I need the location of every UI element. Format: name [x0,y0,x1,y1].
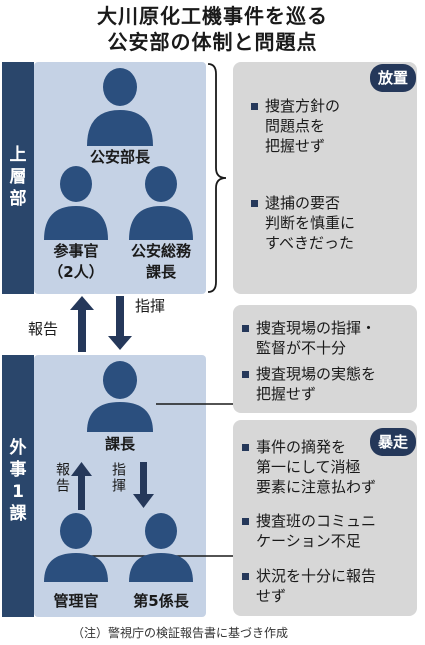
neglect-note-box [233,62,417,294]
manager-label: 管理官 [53,592,99,610]
title-line-2: 公安部の体制と問題点 [107,30,318,54]
person-icon-section-chief [87,361,153,432]
bullet-square-icon [242,573,249,580]
bullet-square-icon [242,444,249,451]
neglect-note-item: 逮捕の要否 判断を慎重に すべきだった [251,193,411,257]
runaway-note-text: 捜査班のコミュニ ケーション不足 [256,512,377,550]
footer-note: （注）警視庁の検証報告書に基づき作成 [72,626,289,640]
runaway-note-item: 状況を十分に報告 せず [242,566,412,608]
bullet-square-icon [242,371,249,378]
upper-sidebar-char: 層 [9,167,27,187]
person-icon-councilor [44,166,108,240]
runaway-note-text: 事件の摘発を 第一にして消極 要素に注意払わず [256,438,377,496]
councilor-label: 参事官 [53,242,99,260]
middle-note-text: 捜査現場の実態を 把握せず [256,365,377,403]
inner-command-arrow-icon [133,462,154,508]
neglect-note-item: 捜査方針の 問題点を 把握せず [251,96,371,160]
bullet-square-icon [242,518,249,525]
runaway-badge: 暴走 [370,428,416,456]
person-icon-gad-chief [129,166,193,240]
brace-icon [207,63,227,293]
bullet-square-icon [242,325,249,332]
report-label: 報告 [28,320,59,338]
bullet-square-icon [251,200,258,207]
lower-sidebar-char: 1 [12,482,24,502]
runaway-note-item: 捜査班のコミュニ ケーション不足 [242,511,412,553]
chief-label: 公安部長 [89,148,150,166]
middle-note-text: 捜査現場の指揮・ 監督が不十分 [256,319,377,357]
runaway-note-item: 事件の摘発を 第一にして消極 要素に注意払わず [242,437,412,501]
upper-sidebar: 上 層 部 [2,62,34,294]
gad-chief-label-2: 課長 [145,263,176,281]
person-icon-chief [87,68,153,146]
neglect-note-text: 逮捕の要否 判断を慎重に すべきだった [265,194,356,252]
inner-report-label: 報告 [54,462,70,494]
upper-sidebar-char: 上 [9,145,27,165]
neglect-note-text: 捜査方針の 問題点を 把握せず [265,97,341,155]
inner-report-arrow-icon [71,462,92,510]
person-icon-group5-chief [129,513,193,582]
lower-sidebar-char: 外 [9,438,27,458]
section-chief-label: 課長 [104,435,135,453]
lower-sidebar: 外 事 1 課 [2,355,34,617]
neglect-badge: 放置 [370,64,416,92]
upper-sidebar-char: 部 [9,189,27,209]
inner-command-label: 指揮 [110,462,126,494]
middle-note-box [233,305,417,413]
lower-sidebar-char: 課 [9,504,27,524]
gad-chief-label: 公安総務 [130,242,191,260]
runaway-note-text: 状況を十分に報告 せず [256,567,377,605]
lower-sidebar-char: 事 [9,460,27,480]
report-arrow-icon [70,296,94,352]
middle-note-item: 捜査現場の指揮・ 監督が不十分 [242,318,412,360]
group5-chief-label: 第5係長 [133,592,189,610]
command-arrow-icon [108,296,132,350]
title-line-1: 大川原化工機事件を巡る [97,4,328,28]
command-label: 指揮 [135,297,166,315]
middle-note-item: 捜査現場の実態を 把握せず [242,364,412,406]
councilor-count-label: （2人） [48,263,104,281]
person-icon-manager [44,513,108,582]
bullet-square-icon [251,103,258,110]
